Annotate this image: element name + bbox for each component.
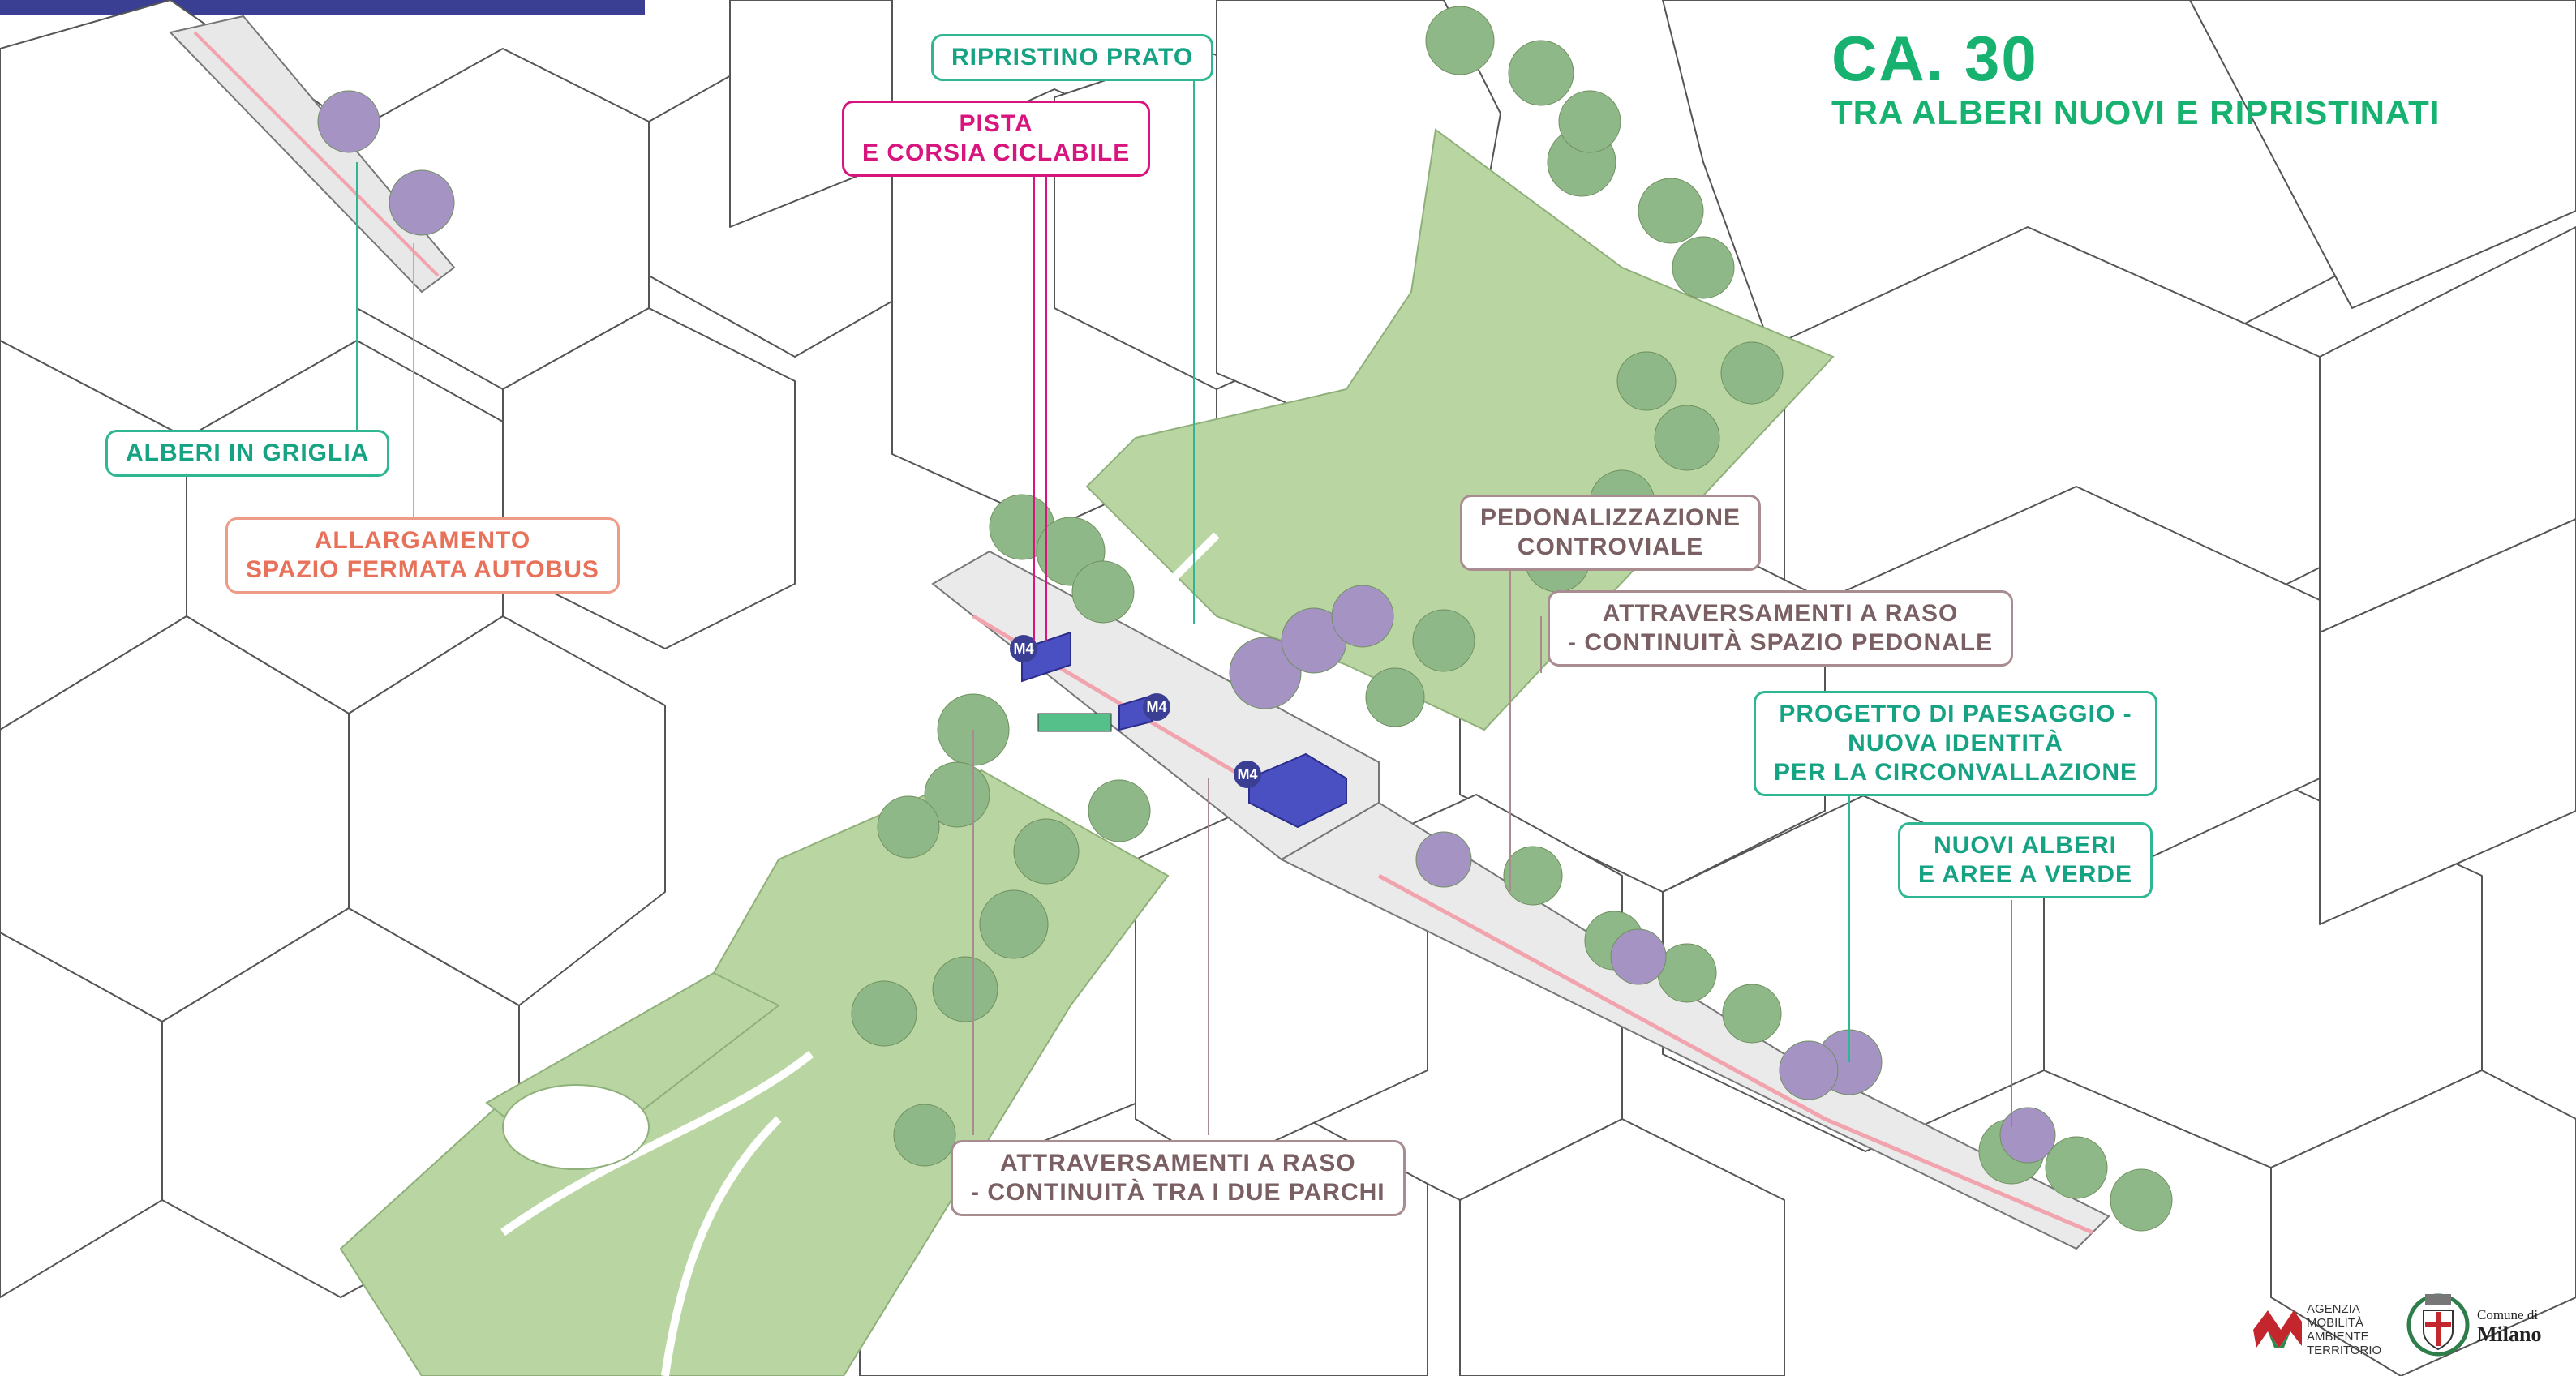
- title-subtitle: TRA ALBERI NUOVI E RIPRISTINATI: [1831, 93, 2441, 131]
- amat-mark-icon: [2253, 1310, 2302, 1348]
- metro-badge-3: M4: [1237, 766, 1257, 782]
- comune-line: Milano: [2477, 1322, 2542, 1346]
- label-pista-ciclabile: PISTA E CORSIA CICLABILE: [842, 101, 1151, 177]
- label-text: SPAZIO FERMATA AUTOBUS: [246, 556, 599, 583]
- label-text: - CONTINUITÀ SPAZIO PEDONALE: [1568, 629, 1994, 656]
- comune-milano-logo: Comune di Milano: [2406, 1289, 2568, 1370]
- amat-line: AMBIENTE: [2307, 1330, 2369, 1344]
- label-text: PROGETTO DI PAESAGGIO -: [1779, 701, 2132, 727]
- label-text: ATTRAVERSAMENTI A RASO: [999, 1150, 1356, 1177]
- label-text: ALBERI IN GRIGLIA: [126, 439, 370, 466]
- label-pedonalizzazione: PEDONALIZZAZIONE CONTROVIALE: [1460, 495, 1761, 571]
- label-attraversamenti-parchi: ATTRAVERSAMENTI A RASO - CONTINUITÀ TRA …: [951, 1140, 1406, 1216]
- label-text: CONTROVIALE: [1517, 534, 1704, 560]
- label-text: E CORSIA CICLABILE: [862, 139, 1131, 166]
- amat-line: AGENZIA: [2307, 1302, 2360, 1316]
- label-text: NUOVA IDENTITÀ: [1848, 730, 2063, 757]
- label-text: - CONTINUITÀ TRA I DUE PARCHI: [971, 1179, 1385, 1206]
- title-main: CA. 30: [1831, 23, 2038, 94]
- label-text: PER LA CIRCONVALLAZIONE: [1774, 759, 2137, 786]
- footer-logos: AGENZIA MOBILITÀ AMBIENTE TERRITORIO Com…: [2252, 1289, 2568, 1370]
- comune-line: Comune di: [2477, 1307, 2539, 1322]
- label-text: RIPRISTINO PRATO: [951, 44, 1194, 71]
- label-progetto-paesaggio: PROGETTO DI PAESAGGIO - NUOVA IDENTITÀ P…: [1754, 691, 2157, 796]
- label-text: ALLARGAMENTO: [314, 527, 531, 554]
- page-title: CA. 30 TRA ALBERI NUOVI E RIPRISTINATI: [1831, 24, 2440, 133]
- milano-crest-icon: [2406, 1293, 2470, 1357]
- label-allargamento-fermata: ALLARGAMENTO SPAZIO FERMATA AUTOBUS: [225, 517, 620, 594]
- amat-line: TERRITORIO: [2307, 1344, 2382, 1357]
- label-text: NUOVI ALBERI: [1934, 832, 2117, 859]
- label-nuovi-alberi: NUOVI ALBERI E AREE A VERDE: [1898, 822, 2153, 898]
- amat-wordmark: AGENZIA MOBILITÀ AMBIENTE TERRITORIO: [2307, 1302, 2381, 1357]
- metro-badge-1: M4: [1013, 641, 1033, 657]
- label-ripristino-prato: RIPRISTINO PRATO: [931, 34, 1214, 81]
- label-text: E AREE A VERDE: [1918, 861, 2133, 888]
- label-text: ATTRAVERSAMENTI A RASO: [1602, 600, 1959, 627]
- label-alberi-griglia: ALBERI IN GRIGLIA: [105, 430, 390, 477]
- metro-badge-2: M4: [1146, 699, 1166, 715]
- label-text: PEDONALIZZAZIONE: [1480, 504, 1741, 531]
- label-text: PISTA: [959, 110, 1033, 137]
- label-attraversamenti-pedonale: ATTRAVERSAMENTI A RASO - CONTINUITÀ SPAZ…: [1548, 590, 2014, 667]
- amat-line: MOBILITÀ: [2307, 1316, 2364, 1330]
- amat-logo: AGENZIA MOBILITÀ AMBIENTE TERRITORIO: [2252, 1297, 2381, 1362]
- comune-wordmark: Comune di Milano: [2477, 1307, 2541, 1346]
